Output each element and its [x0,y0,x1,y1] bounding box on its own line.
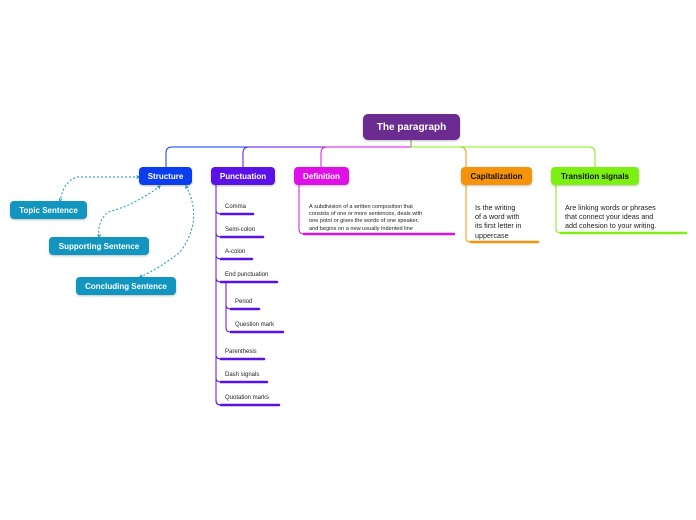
root-node-label: The paragraph [376,121,447,133]
connector-punctuation-trunk [215,185,222,406]
connector-root-punctuation [242,146,411,167]
punctuation-item-dash-signals[interactable]: Dash signals [225,372,260,378]
branch-node-structure[interactable]: Structure [139,167,192,185]
connector-root-definition [320,146,411,167]
branch-node-label: Transition signals [560,171,629,181]
connector-transition [555,185,562,234]
structure-node-label: Topic Sentence [19,205,78,215]
punctuation-item-quotation-marks[interactable]: Quotation marks [225,395,270,401]
structure-node-supporting-sentence[interactable]: Supporting Sentence [49,237,149,255]
connector-structure-concluding [139,185,195,278]
punctuation-item-comma[interactable]: Comma [225,204,247,210]
punctuation-item-period[interactable]: Period [235,299,253,305]
branch-node-label: Punctuation [219,171,267,181]
branch-node-label: Structure [147,171,184,181]
connector-root-structure [165,146,411,167]
branch-node-capitalization[interactable]: Capitalization [461,167,532,185]
connector-capitalization [465,185,472,243]
connector-structure-topic [59,176,139,202]
transition-line: that connect your ideas and [565,212,654,222]
structure-node-topic-sentence[interactable]: Topic Sentence [10,201,87,219]
structure-node-label: Concluding Sentence [85,281,167,291]
branch-node-punctuation[interactable]: Punctuation [211,167,275,185]
punctuation-item-parenthesis[interactable]: Parenthesis [225,349,257,355]
capitalization-line: Is the writing [475,203,516,212]
definition-line: consists of one or more sentences, deals… [309,211,423,218]
branch-node-transition-signals[interactable]: Transition signals [551,167,639,185]
branch-node-label: Definition [303,171,340,181]
structure-node-concluding-sentence[interactable]: Concluding Sentence [76,277,176,295]
transition-line: Are linking words or phrases [565,203,656,212]
connector-arrowhead [156,185,161,190]
capitalization-note[interactable]: Is the writing of a word with its first … [475,203,521,240]
connector-root-transition [411,146,596,167]
punctuation-item-question-mark[interactable]: Question mark [235,322,275,328]
branch-node-definition[interactable]: Definition [294,167,349,185]
definition-line: and begins on a new usually indented lin… [309,225,413,232]
connector-arrowhead [185,185,189,190]
capitalization-line: of a word with [475,212,520,222]
connector-definition [298,185,305,235]
definition-line: one point or gives the words of one spea… [309,218,419,225]
connector-structure-supporting [98,185,161,238]
root-node-the-paragraph[interactable]: The paragraph [363,114,460,140]
branch-node-label: Capitalization [470,171,523,181]
transition-line: add cohesion to your writing. [565,221,657,231]
definition-line: A subdivision of a written composition t… [309,204,413,210]
connector-root-capitalization [411,146,467,167]
punctuation-item-semi-colon[interactable]: Semi-colon [225,227,256,233]
definition-note[interactable]: A subdivision of a written composition t… [309,204,422,233]
punctuation-item-a-colon[interactable]: A-colon [225,249,246,255]
punctuation-item-end-punctuation[interactable]: End punctuation [225,272,269,278]
capitalization-line: uppercase [475,230,509,240]
transition-note[interactable]: Are linking words or phrases that connec… [565,203,657,231]
capitalization-line: its first letter in [475,221,522,231]
structure-node-label: Supporting Sentence [58,241,140,251]
